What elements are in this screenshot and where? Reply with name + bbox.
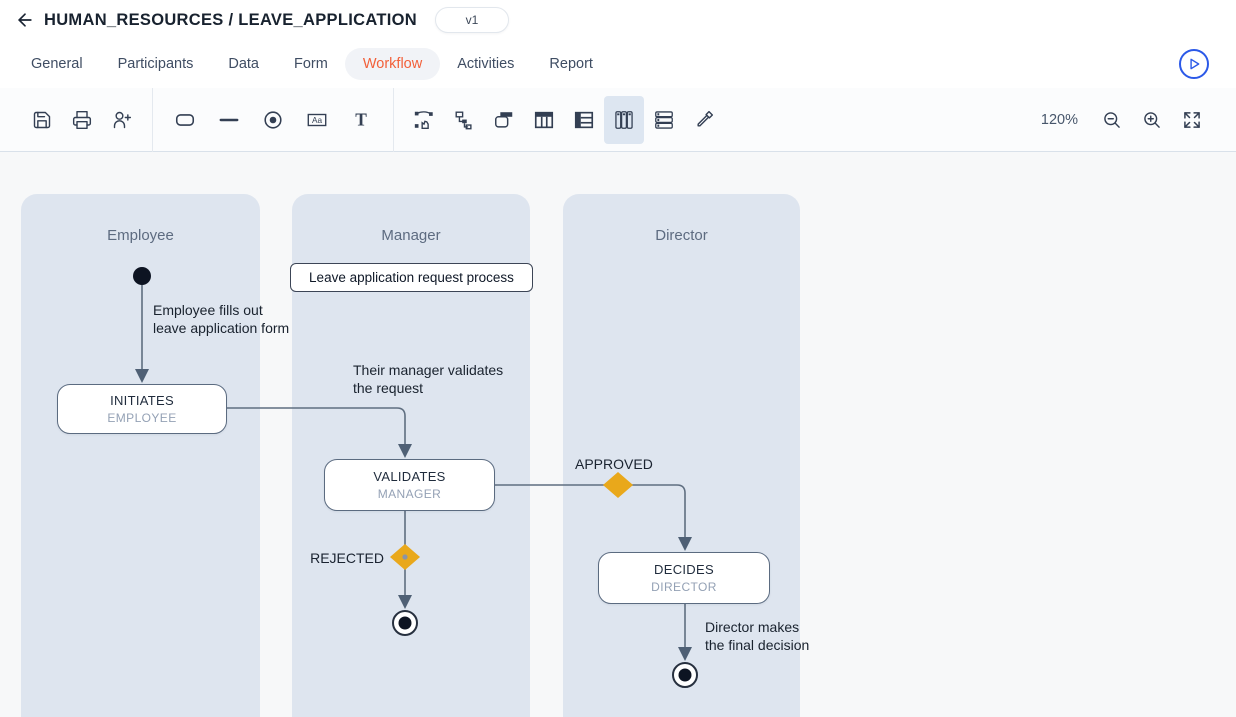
radio-node-tool[interactable] <box>251 96 295 144</box>
svg-text:T: T <box>355 109 367 129</box>
horizontal-lanes-icon <box>655 110 673 129</box>
play-icon <box>1190 58 1200 70</box>
node-decides-subtitle: DIRECTOR <box>651 580 717 594</box>
edge-label-initiates-to-validates[interactable]: Their manager validates the request <box>353 362 504 397</box>
arrowhead <box>678 647 692 661</box>
run-workflow-button[interactable] <box>1179 49 1209 79</box>
rectangle-tool[interactable] <box>163 96 207 144</box>
tab-report[interactable]: Report <box>549 56 593 72</box>
rounded-rectangle-icon <box>175 113 195 126</box>
node-decides[interactable]: DECIDES DIRECTOR <box>598 552 770 604</box>
print-icon <box>72 110 92 129</box>
tab-general[interactable]: General <box>31 56 83 72</box>
zoom-level: 120% <box>1040 111 1078 128</box>
app-header: HUMAN_RESOURCES / LEAVE_APPLICATION v1 <box>0 0 1236 40</box>
back-button[interactable] <box>12 7 38 33</box>
zoom-out-button[interactable] <box>1092 96 1132 144</box>
eyedropper-icon <box>697 110 714 127</box>
save-button[interactable] <box>22 96 62 144</box>
tab-activities[interactable]: Activities <box>457 56 515 72</box>
column-table-icon <box>534 111 554 128</box>
process-title-box[interactable]: Leave application request process <box>290 263 533 292</box>
arrowhead <box>398 595 412 609</box>
tab-participants[interactable]: Participants <box>117 56 194 72</box>
breadcrumb: HUMAN_RESOURCES / LEAVE_APPLICATION <box>44 10 417 29</box>
gateway-rejected-midpoint <box>402 554 408 560</box>
arrowhead <box>135 369 149 383</box>
zoom-out-icon <box>1104 111 1120 128</box>
text-tool[interactable]: T <box>339 96 383 144</box>
tree-connector-tool[interactable] <box>444 96 484 144</box>
label-box-tool[interactable]: Aa <box>295 96 339 144</box>
frame-tool[interactable] <box>484 96 524 144</box>
vertical-lanes-icon <box>615 110 633 129</box>
add-participant-button[interactable] <box>102 96 142 144</box>
gateway-label-rejected[interactable]: REJECTED <box>310 550 384 566</box>
gateway-approved-diamond[interactable] <box>603 472 633 498</box>
bezier-edit-icon <box>414 110 433 129</box>
arrowhead <box>398 444 412 458</box>
lane-manager-label: Manager <box>381 227 441 244</box>
row-table-icon <box>574 111 594 128</box>
label-aa-icon: Aa <box>307 113 327 126</box>
end-node-director[interactable] <box>672 662 698 688</box>
node-initiates-title: INITIATES <box>110 393 174 408</box>
fit-screen-button[interactable] <box>1172 96 1212 144</box>
diagram-toolbar: Aa T 120% <box>0 87 1236 152</box>
svg-text:Aa: Aa <box>312 116 323 125</box>
titled-frame-icon <box>495 111 513 128</box>
tab-bar: General Participants Data Form Workflow … <box>0 40 1236 88</box>
edge-validates-to-decides[interactable] <box>495 484 686 537</box>
workflow-edges <box>133 267 698 688</box>
tab-form[interactable]: Form <box>294 56 328 72</box>
node-validates-subtitle: MANAGER <box>377 487 442 501</box>
vertical-lanes-tool[interactable] <box>604 95 644 144</box>
lane-director[interactable]: Director <box>563 194 800 717</box>
node-validates[interactable]: VALIDATES MANAGER <box>324 459 495 511</box>
version-badge[interactable]: v1 <box>434 7 509 33</box>
end-node-manager[interactable] <box>392 610 418 636</box>
start-node[interactable] <box>133 267 151 285</box>
bezier-edit-tool[interactable] <box>404 96 444 144</box>
toolbar-separator <box>393 87 394 152</box>
lane-director-label: Director <box>655 227 708 244</box>
eyedropper-tool[interactable] <box>684 96 724 144</box>
node-decides-title: DECIDES <box>654 562 714 577</box>
tree-connector-icon <box>455 111 472 129</box>
edge-label-decides-to-end[interactable]: Director makes the final decision <box>705 619 810 654</box>
toolbar-separator <box>152 87 153 152</box>
lane-employee-label: Employee <box>107 227 174 244</box>
zoom-in-icon <box>1144 111 1160 128</box>
gateway-label-approved[interactable]: APPROVED <box>575 456 653 472</box>
horizontal-lanes-tool[interactable] <box>644 96 684 144</box>
column-table-tool[interactable] <box>524 96 564 144</box>
line-icon <box>219 118 239 121</box>
save-icon <box>33 111 51 128</box>
node-validates-title: VALIDATES <box>373 469 446 484</box>
node-initiates-subtitle: EMPLOYEE <box>107 411 177 425</box>
node-initiates[interactable]: INITIATES EMPLOYEE <box>57 384 227 434</box>
arrowhead <box>678 537 692 551</box>
edge-label-start-to-initiates[interactable]: Employee fills out leave application for… <box>153 302 290 337</box>
tab-workflow[interactable]: Workflow <box>344 48 441 80</box>
text-t-icon: T <box>355 109 367 129</box>
person-add-icon <box>113 111 132 128</box>
line-tool[interactable] <box>207 96 251 144</box>
edge-initiates-to-validates[interactable] <box>227 407 406 444</box>
arrow-left-icon <box>18 13 32 27</box>
row-table-tool[interactable] <box>564 96 604 144</box>
zoom-in-button[interactable] <box>1132 96 1172 144</box>
fullscreen-icon <box>1184 111 1200 128</box>
tab-data[interactable]: Data <box>228 56 259 72</box>
print-button[interactable] <box>62 96 102 144</box>
radio-circle-icon <box>264 110 282 129</box>
workflow-canvas[interactable]: Employee Manager Director <box>0 152 1236 717</box>
